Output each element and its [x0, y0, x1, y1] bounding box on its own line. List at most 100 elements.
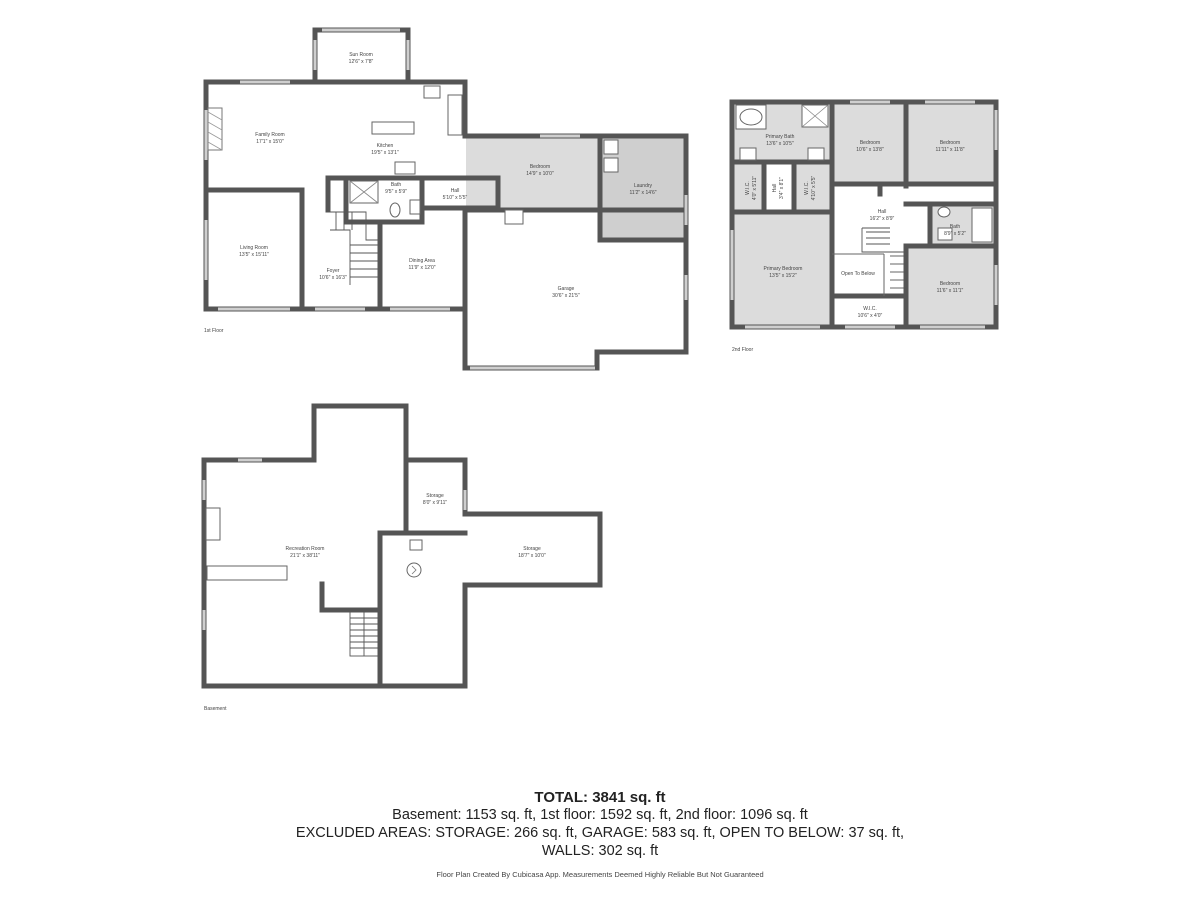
foyer-dims: 10'6" x 16'3" — [319, 275, 347, 281]
dryer-icon — [603, 157, 619, 173]
first-floor-windows — [204, 28, 688, 370]
storage-b-dims: 18'7" x 10'0" — [518, 553, 546, 559]
walls-area-line: WALLS: 302 sq. ft — [541, 843, 659, 859]
bath-2f-name: Bath — [950, 224, 961, 230]
basement-stairs — [349, 611, 379, 657]
primary-bath-dims: 13'6" x 10'5" — [766, 141, 794, 147]
wic-1-dims: 4'0" x 5'11" — [752, 176, 758, 200]
dining-area-name: Dining Area — [409, 258, 435, 264]
storage-a-dims: 8'0" x 9'11" — [423, 500, 447, 506]
kitchen-counter — [394, 161, 416, 175]
basement-plan: Recreation Room 21'1" x 38'11" Storage 8… — [201, 403, 603, 712]
wic-2-shading — [794, 164, 832, 210]
bath-1f-name: Bath — [391, 182, 402, 188]
vanity-sink-1 — [739, 147, 757, 161]
bedroom-b-shading — [908, 104, 994, 186]
first-floor-stairs — [330, 211, 381, 285]
shower-cross — [349, 180, 379, 204]
recreation-room-dims: 21'1" x 38'11" — [290, 553, 320, 559]
shower-2f-cross — [801, 104, 829, 128]
family-room-dims: 17'1" x 15'0" — [256, 139, 284, 145]
hall-1f-dims: 5'10" x 5'5" — [443, 195, 468, 201]
water-heater-icon — [406, 562, 422, 578]
hall-small-name: Hall — [772, 184, 778, 193]
family-room-name: Family Room — [255, 132, 284, 138]
wic-2-dims: 4'10" x 5'5" — [811, 175, 817, 200]
bedroom-a-name: Bedroom — [860, 140, 880, 146]
fireplace-icon — [207, 107, 223, 151]
bedroom-a-shading — [834, 104, 906, 182]
sink-2f-icon — [937, 227, 953, 241]
vanity-sink-2 — [807, 147, 825, 161]
kitchen-sink-icon — [423, 85, 441, 99]
second-floor-label: 2nd Floor — [732, 347, 753, 353]
recreation-room-name: Recreation Room — [286, 546, 325, 552]
bath-1f-dims: 9'5" x 5'9" — [385, 189, 407, 195]
hall-1f-name: Hall — [451, 188, 460, 194]
floor-areas-line: Basement: 1153 sq. ft, 1st floor: 1592 s… — [392, 807, 808, 823]
fireplace-hatch — [207, 111, 223, 151]
kitchen-island — [371, 121, 415, 135]
primary-bath-name: Primary Bath — [766, 134, 795, 140]
storage-a-name: Storage — [426, 493, 444, 499]
bedroom-b-name: Bedroom — [940, 140, 960, 146]
wic-3-name: W.I.C. — [863, 306, 877, 312]
bedroom-b-dims: 11'11" x 11'8" — [935, 147, 964, 153]
foyer-name: Foyer — [327, 268, 340, 274]
bedroom-1f-name: Bedroom — [530, 164, 550, 170]
toilet-2f-icon — [937, 206, 951, 218]
dining-area-dims: 11'9" x 12'0" — [408, 265, 435, 271]
bedroom-1f-dims: 14'9" x 10'0" — [526, 171, 554, 177]
second-floor-stairs — [861, 227, 907, 296]
total-area: TOTAL: 3841 sq. ft — [534, 789, 666, 806]
bedroom-c-dims: 11'6" x 11'1" — [937, 288, 964, 294]
garage-name: Garage — [558, 286, 575, 292]
wic-2-name: W.I.C. — [804, 181, 810, 195]
garage-step — [504, 209, 524, 225]
basement-fireplace — [205, 507, 221, 541]
hall-2f-name: Hall — [878, 209, 887, 215]
second-floor-plan: Primary Bath 13'6" x 10'5" Bedroom 10'6"… — [729, 99, 999, 353]
kitchen-counter-right — [447, 94, 463, 136]
sun-room-dims: 12'6" x 7'8" — [349, 59, 374, 65]
bedroom-c-name: Bedroom — [940, 281, 960, 287]
living-room-name: Living Room — [240, 245, 268, 251]
bath-sink-icon — [409, 199, 421, 215]
open-to-below-label: Open To Below — [841, 271, 875, 277]
hall-2f-dims: 16'2" x 8'9" — [870, 216, 895, 222]
wic-1-name: W.I.C. — [745, 181, 751, 195]
sun-room-name: Sun Room — [349, 52, 373, 58]
wic-1-shading — [734, 164, 764, 210]
first-floor-plan: Sun Room 12'6" x 7'8" Family Room 17'1" … — [203, 27, 689, 371]
basement-outer-wall — [201, 403, 603, 689]
primary-bedroom-name: Primary Bedroom — [764, 266, 803, 272]
second-floor-windows — [730, 100, 998, 329]
basement-windows — [202, 458, 467, 630]
basement-bar-counter — [206, 565, 288, 581]
living-room-dims: 13'5" x 15'11" — [239, 252, 269, 258]
basement-label: Basement — [204, 706, 227, 712]
kitchen-name: Kitchen — [377, 143, 394, 149]
excluded-areas-line: EXCLUDED AREAS: STORAGE: 266 sq. ft, GAR… — [295, 825, 905, 841]
tub-2f-icon — [971, 207, 993, 243]
credit-text: Floor Plan Created By Cubicasa App. Meas… — [436, 870, 764, 879]
bath-2f-dims: 8'9" x 5'2" — [944, 231, 966, 237]
hall-small-dims: 3'4" x 8'1" — [779, 177, 785, 199]
wic-3-dims: 10'6" x 4'0" — [858, 313, 883, 319]
storage-b-name: Storage — [523, 546, 541, 552]
bedroom-c-shading — [908, 246, 994, 325]
washer-icon — [603, 139, 619, 155]
garage-dims: 30'6" x 21'5" — [552, 293, 580, 299]
utility-box — [409, 539, 423, 551]
bedroom-a-dims: 10'6" x 13'8" — [856, 147, 884, 153]
laundry-name: Laundry — [634, 183, 653, 189]
primary-bedroom-shading — [734, 212, 832, 325]
kitchen-dims: 19'5" x 13'1" — [371, 150, 399, 156]
toilet-icon — [389, 202, 401, 218]
tub-basin — [739, 108, 763, 126]
first-floor-label: 1st Floor — [204, 328, 224, 334]
bedroom-1f-shading — [466, 137, 600, 210]
water-heater-symbol — [411, 565, 417, 575]
primary-bedroom-dims: 13'5" x 15'2" — [769, 273, 797, 279]
